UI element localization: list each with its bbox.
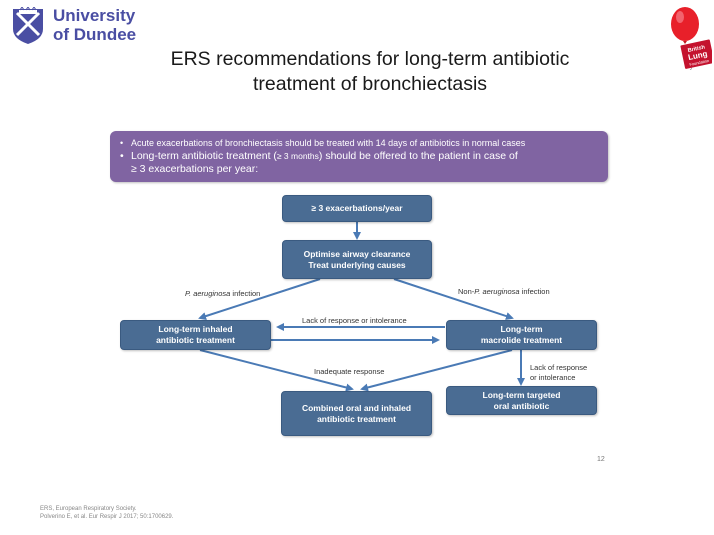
node-inhaled-line1: Long-term inhaled: [158, 324, 233, 334]
blf-line-3: Foundation: [689, 58, 710, 67]
node-optimise-line1: Optimise airway clearance: [303, 248, 411, 259]
logo-line-1: University: [53, 6, 136, 25]
label-nonpa-prefix: Non-: [458, 287, 475, 296]
arrow-optimise-to-macrolide: [393, 278, 514, 320]
blf-line-1: British: [687, 44, 706, 54]
label-lack-line2: or intolerance: [530, 373, 576, 382]
footer-line-2: Polverino E, et al. Eur Respir J 2017; 5…: [40, 514, 174, 520]
bullet-long-term-line2: ≥ 3 exacerbations per year:: [131, 163, 259, 175]
bullet-long-term-c: ) should be offered to the patient in ca…: [318, 150, 518, 162]
bullet-long-term: Long-term antibiotic treatment (≥ 3 mont…: [120, 150, 598, 176]
bullet-long-term-b: ≥ 3 months: [276, 151, 319, 161]
british-lung-foundation-logo: British Lung Foundation: [671, 7, 712, 70]
bullet-long-term-a: Long-term antibiotic treatment (: [131, 150, 277, 162]
label-pa-infection: P. aeruginosa infection: [185, 289, 260, 298]
logo-text: University of Dundee: [53, 6, 136, 44]
label-pa-italic: P. aeruginosa: [185, 289, 231, 298]
node-macrolide: Long-term macrolide treatment: [446, 320, 597, 350]
footer-citation: ERS, European Respiratory Society. Polve…: [40, 505, 173, 521]
node-targeted: Long-term targeted oral antibiotic: [446, 386, 597, 415]
label-inadequate-response: Inadequate response: [314, 367, 385, 376]
bullet-acute: Acute exacerbations of bronchiectasis sh…: [120, 137, 598, 150]
node-macrolide-line1: Long-term: [500, 324, 543, 334]
label-nonpa-rest: infection: [519, 287, 550, 296]
label-lack-of-response-2: Lack of response or intolerance: [530, 363, 587, 383]
title-line-2: treatment of bronchiectasis: [252, 73, 488, 95]
arrow-optimise-to-inhaled: [198, 278, 321, 320]
node-targeted-line2: oral antibiotic: [493, 400, 550, 411]
label-lack-line1: Lack of response: [530, 363, 588, 372]
node-inhaled: Long-term inhaled antibiotic treatment: [120, 320, 271, 350]
node-combined-line2: antibiotic treatment: [317, 413, 396, 424]
label-nonpa-italic: P. aeruginosa: [474, 287, 520, 296]
dundee-shield-icon: [13, 7, 43, 44]
node-exacerbations: ≥ 3 exacerbations/year: [282, 195, 432, 222]
title-line-1: ERS recommendations for long-term antibi…: [170, 48, 570, 70]
node-optimise-line2: Treat underlying causes: [308, 259, 406, 270]
label-lack-of-response: Lack of response or intolerance: [302, 316, 407, 325]
label-non-pa-infection: Non-P. aeruginosa infection: [458, 287, 550, 296]
university-of-dundee-logo: University of Dundee: [12, 6, 147, 48]
page-number: 12: [597, 456, 605, 463]
arrow-macrolide-to-combined: [360, 349, 513, 392]
recommendation-box: Acute exacerbations of bronchiectasis sh…: [110, 131, 608, 182]
blf-line-2: Lung: [687, 49, 708, 62]
node-macrolide-line2: macrolide treatment: [480, 335, 563, 345]
arrow-inhaled-to-combined: [199, 349, 354, 392]
node-targeted-line1: Long-term targeted: [482, 389, 561, 400]
node-combined: Combined oral and inhaled antibiotic tre…: [281, 391, 432, 436]
node-exacerbations-label: ≥ 3 exacerbations/year: [311, 203, 403, 213]
node-combined-line1: Combined oral and inhaled: [301, 402, 412, 413]
slide-title: ERS recommendations for long-term antibi…: [120, 47, 620, 97]
label-pa-rest: infection: [230, 289, 261, 298]
logo-line-2: of Dundee: [53, 25, 137, 44]
footer-line-1: ERS, European Respiratory Society.: [40, 506, 137, 512]
node-inhaled-line2: antibiotic treatment: [156, 335, 235, 345]
node-optimise: Optimise airway clearance Treat underlyi…: [282, 240, 432, 279]
